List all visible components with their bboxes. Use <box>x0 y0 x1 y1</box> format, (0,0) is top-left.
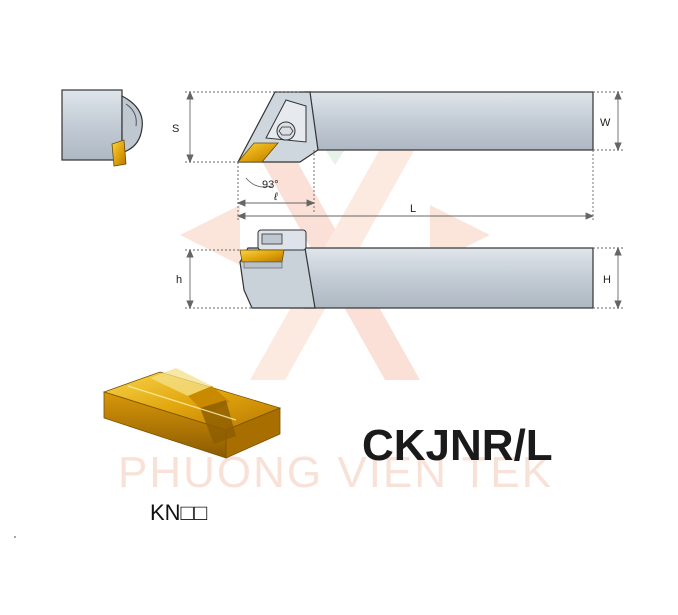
insert-illustration <box>102 368 282 459</box>
dim-label-h-lower: h <box>176 274 182 286</box>
top-view-holder <box>237 91 594 163</box>
insert-code: KN□□ <box>150 500 207 525</box>
end-view <box>61 89 143 167</box>
watermark-text: PHUONG VIEN TEK <box>118 448 553 497</box>
dim-label-s: S <box>172 123 179 135</box>
dim-label-h-upper: H <box>603 274 611 286</box>
dim-label-ell: ℓ <box>273 191 278 203</box>
dim-label-angle: 93° <box>262 179 279 191</box>
product-code-title: CKJNR/L <box>362 421 553 470</box>
dim-label-l: L <box>410 203 416 215</box>
dimension-lines <box>185 90 625 310</box>
side-view-holder <box>239 229 594 309</box>
stray-dot <box>14 536 16 538</box>
dim-label-w: W <box>600 117 611 129</box>
